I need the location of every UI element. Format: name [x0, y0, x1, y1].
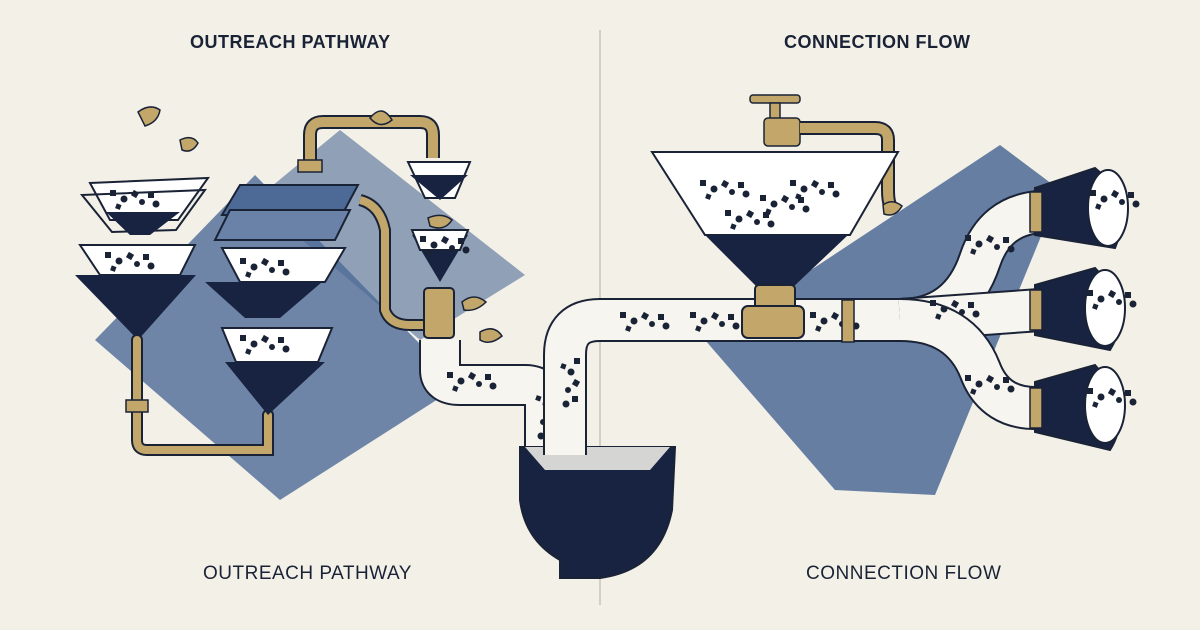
brass-pipe — [800, 123, 895, 207]
brass-pipe — [305, 117, 438, 168]
brass-pipe — [133, 336, 272, 454]
pipe-joint — [125, 399, 149, 413]
valve-body — [741, 305, 805, 339]
output-bell — [1029, 363, 1137, 452]
chip-pipe — [545, 300, 900, 455]
funnel — [220, 327, 334, 415]
funnel — [205, 247, 347, 318]
pipe-joint — [297, 159, 323, 173]
valve — [423, 287, 455, 339]
brass-pipe — [358, 196, 430, 329]
branch-pipe — [899, 300, 1041, 429]
tap — [749, 94, 801, 147]
right-panel-caption: CONNECTION FLOW — [806, 563, 1002, 584]
collection-bin — [519, 446, 677, 579]
output-bell — [1029, 166, 1140, 250]
left-panel-title: OUTREACH PATHWAY — [190, 32, 391, 52]
chip-pipe — [421, 340, 564, 450]
main-funnel — [650, 151, 900, 290]
right-panel-title: CONNECTION FLOW — [784, 32, 971, 52]
funnel — [79, 176, 211, 235]
brass-flake — [882, 201, 903, 216]
funnel — [75, 244, 197, 340]
pipe-joint — [841, 299, 855, 343]
brass-flakes — [137, 106, 503, 343]
sheet — [213, 209, 352, 241]
left-panel-caption: OUTREACH PATHWAY — [203, 563, 412, 584]
output-bell — [1029, 266, 1137, 352]
funnel — [406, 161, 472, 282]
